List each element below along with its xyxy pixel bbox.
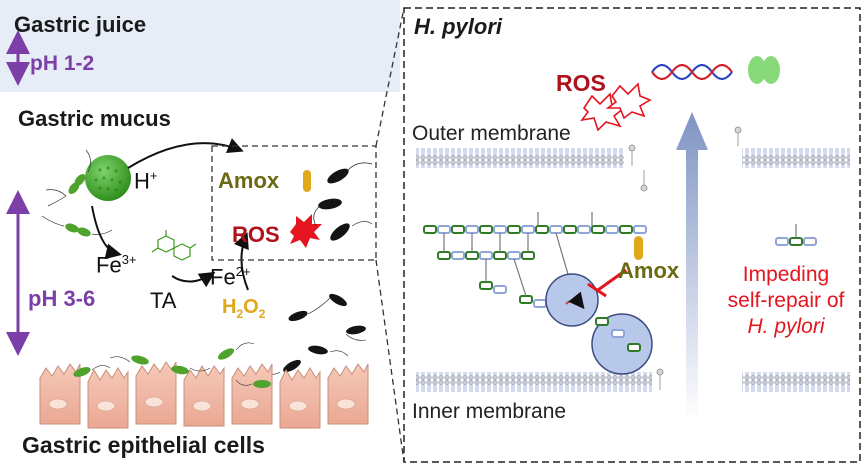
impeding-text: Impeding self-repair of H. pylori bbox=[712, 262, 860, 340]
h2o2-2a: 2 bbox=[236, 307, 244, 321]
ta-label: TA bbox=[150, 288, 177, 313]
ta-molecule-icon bbox=[151, 230, 197, 261]
ph-top-label: pH 1-2 bbox=[30, 52, 95, 75]
inner-membrane-left bbox=[416, 372, 652, 392]
h2o2-h: H bbox=[222, 296, 237, 318]
gastric-juice-label: Gastric juice bbox=[14, 12, 147, 37]
amox-capsule-icon bbox=[634, 236, 643, 260]
h2o2-label: H2O2 bbox=[222, 296, 265, 321]
bacterium-icon bbox=[318, 168, 350, 241]
ros-right-label: ROS bbox=[556, 70, 606, 96]
inhibition-bar bbox=[587, 268, 627, 298]
impeding-line3: H. pylori bbox=[747, 315, 825, 338]
fe3-label: Fe3+ bbox=[96, 252, 137, 278]
inset-box bbox=[211, 145, 377, 261]
ph-mid-label: pH 3-6 bbox=[28, 286, 96, 311]
ribosome-icon bbox=[748, 56, 780, 84]
amox-right-label: Amox bbox=[618, 258, 680, 283]
amox-inset-label: Amox bbox=[218, 168, 280, 193]
epithelial-cells bbox=[39, 361, 369, 429]
epithelial-label: Gastric epithelial cells bbox=[22, 432, 265, 458]
h-plus-sup: + bbox=[149, 168, 158, 183]
fe2-sup: 2+ bbox=[235, 264, 251, 279]
fe3-sup: 3+ bbox=[121, 252, 137, 267]
impeding-line1: Impeding bbox=[742, 263, 830, 286]
h-pylori-title: H. pylori bbox=[414, 14, 503, 39]
bacterium-icon bbox=[73, 348, 271, 388]
peptidoglycan-strands bbox=[423, 212, 817, 326]
h-plus-label: H+ bbox=[134, 168, 157, 194]
amox-capsule-icon bbox=[303, 170, 311, 192]
fe2-base: Fe bbox=[210, 264, 236, 290]
h2o2-2b: 2 bbox=[258, 307, 266, 321]
gastric-mucus-label: Gastric mucus bbox=[18, 106, 171, 131]
ros-burst-icon bbox=[605, 82, 652, 120]
bacterium-icon bbox=[65, 174, 91, 237]
h2o2-o: O bbox=[243, 296, 259, 318]
h-plus-base: H bbox=[134, 168, 150, 194]
impeding-line2: self-repair of bbox=[727, 289, 845, 312]
green-sphere-icon bbox=[85, 155, 131, 201]
inner-membrane-right bbox=[742, 372, 850, 392]
dna-helix-icon bbox=[651, 63, 733, 81]
ros-burst-icon bbox=[290, 214, 322, 248]
ros-burst-icon bbox=[580, 92, 626, 132]
fe2-label: Fe2+ bbox=[210, 264, 251, 290]
bacterium-icon bbox=[283, 293, 366, 373]
gastric-juice-band bbox=[0, 0, 400, 92]
outer-membrane-right bbox=[742, 148, 850, 168]
ros-inset-label: ROS bbox=[232, 222, 280, 247]
inner-membrane-label: Inner membrane bbox=[412, 400, 567, 423]
outer-membrane-left bbox=[416, 148, 624, 168]
upward-arrow bbox=[676, 112, 708, 420]
fe3-base: Fe bbox=[96, 252, 122, 278]
outer-membrane-label: Outer membrane bbox=[412, 122, 571, 145]
